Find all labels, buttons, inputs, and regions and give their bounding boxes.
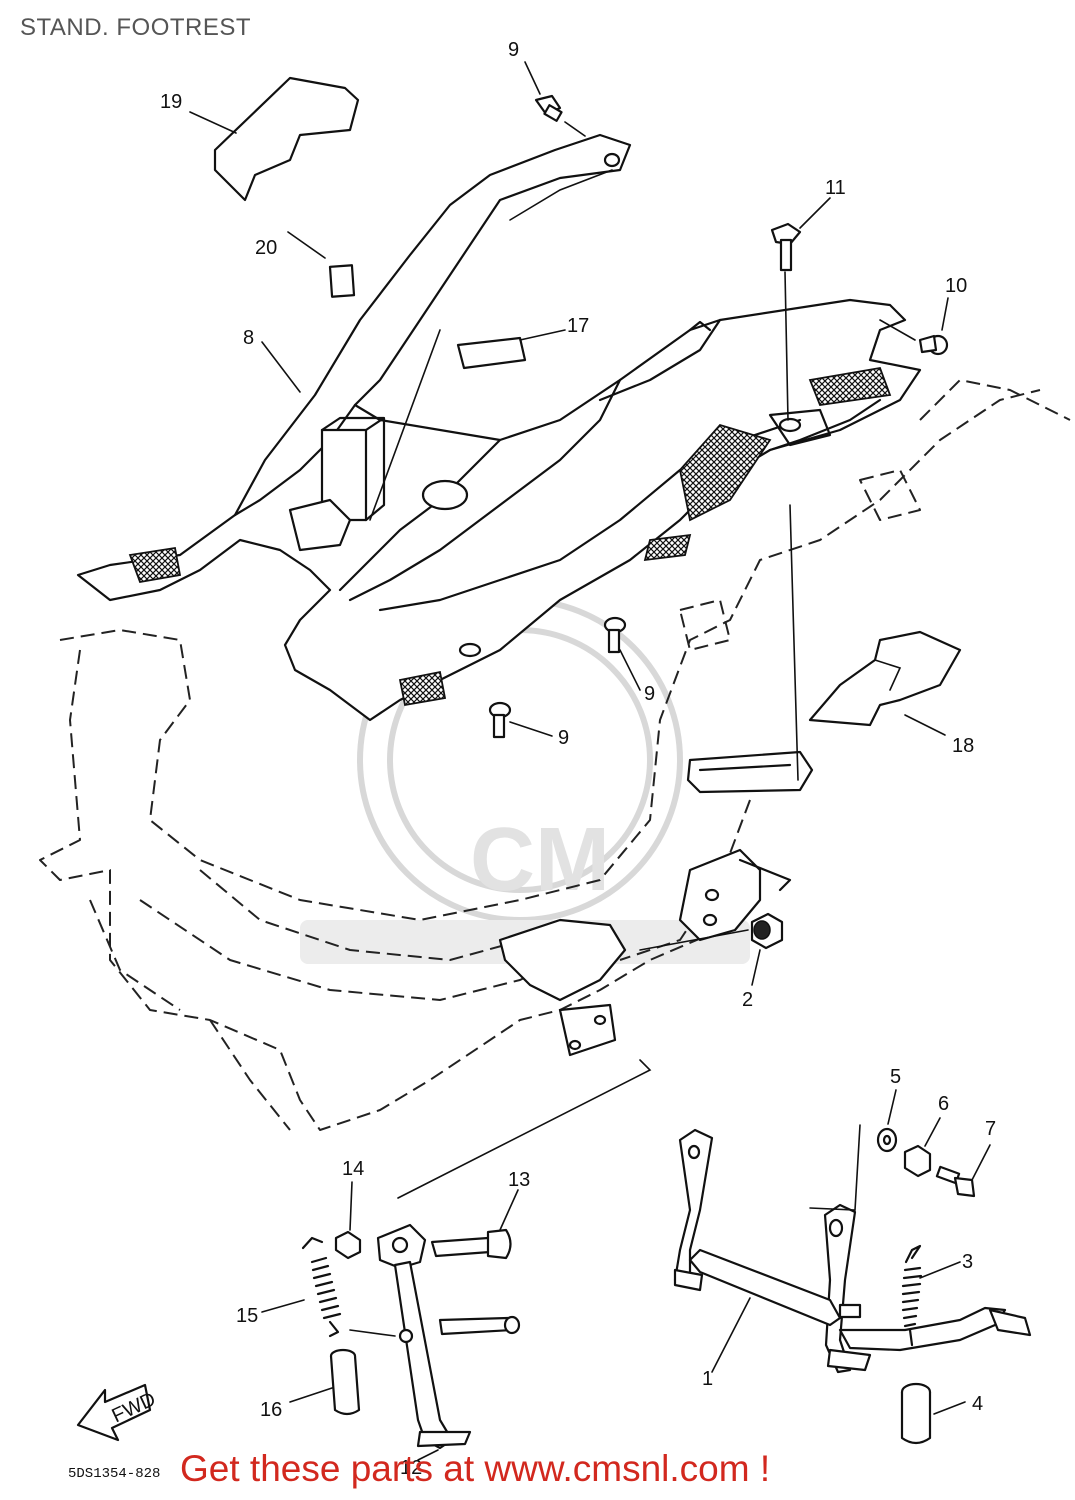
bolt-rear: [918, 334, 949, 356]
leader-lines: [189, 61, 991, 1461]
nut: [903, 1144, 932, 1178]
callout-14: 14: [342, 1158, 364, 1180]
callout-8: 8: [243, 327, 254, 349]
leader-stand-mount: [809, 1124, 861, 1211]
callout-19: 19: [160, 91, 182, 113]
callout-20: 20: [255, 237, 277, 259]
rubber-buffer: [900, 1382, 932, 1445]
callout-11: 11: [825, 177, 846, 199]
callout-10: 10: [945, 275, 967, 297]
callout-16: 16: [260, 1399, 282, 1421]
footer-link[interactable]: Get these parts at www.cmsnl.com !: [180, 1448, 771, 1489]
callout-7: 7: [985, 1118, 996, 1140]
bolt-front: [603, 616, 627, 654]
callout-9-front: 9: [644, 683, 655, 705]
main-stand: [673, 1128, 1032, 1374]
label-sticker: [456, 336, 527, 370]
side-cover-right: [808, 630, 962, 727]
drawing-code: 5DS1354-828: [68, 1466, 161, 1482]
stand-sleeve: [329, 1348, 361, 1416]
page-title: STAND. FOOTREST: [20, 14, 252, 41]
small-label: [328, 264, 356, 298]
callout-15: 15: [236, 1305, 258, 1327]
callout-17: 17: [567, 315, 589, 337]
callout-3: 3: [962, 1251, 973, 1273]
bolt-vertical: [770, 222, 802, 781]
callout-13: 13: [508, 1169, 530, 1191]
callout-6: 6: [938, 1093, 949, 1115]
pivot-bolt: [430, 1228, 512, 1260]
floor-panel: [76, 133, 922, 722]
stand-spring: [901, 1244, 923, 1347]
callout-4: 4: [972, 1393, 983, 1415]
svg-text:CM: CM: [470, 810, 610, 910]
callout-9-top: 9: [508, 39, 519, 61]
side-stand-spring: [301, 1236, 342, 1338]
callout-1: 1: [702, 1368, 713, 1390]
callout-2: 2: [742, 989, 753, 1011]
side-cover-left: [213, 76, 360, 202]
stand-bolt: [935, 1165, 976, 1198]
washer: [876, 1127, 898, 1153]
callout-9-mid: 9: [558, 727, 569, 749]
spring-pin: [349, 1328, 414, 1344]
callout-5: 5: [890, 1066, 901, 1088]
side-stand: [376, 1223, 521, 1450]
bolt-top: [534, 94, 586, 137]
bushing: [639, 912, 784, 951]
bolt-mid: [488, 701, 512, 739]
callouts: 1 2 3 4 5 6 7 8 9 9 9 10 11 12 13 14 15 …: [160, 39, 996, 1479]
footrest-bracket: [498, 750, 814, 1057]
pivot-nut: [334, 1230, 362, 1260]
callout-12: 12: [400, 1457, 422, 1479]
leader-side-stand-mount: [397, 1059, 652, 1199]
fwd-arrow-icon: FWD: [76, 1383, 159, 1442]
callout-18: 18: [952, 735, 974, 757]
